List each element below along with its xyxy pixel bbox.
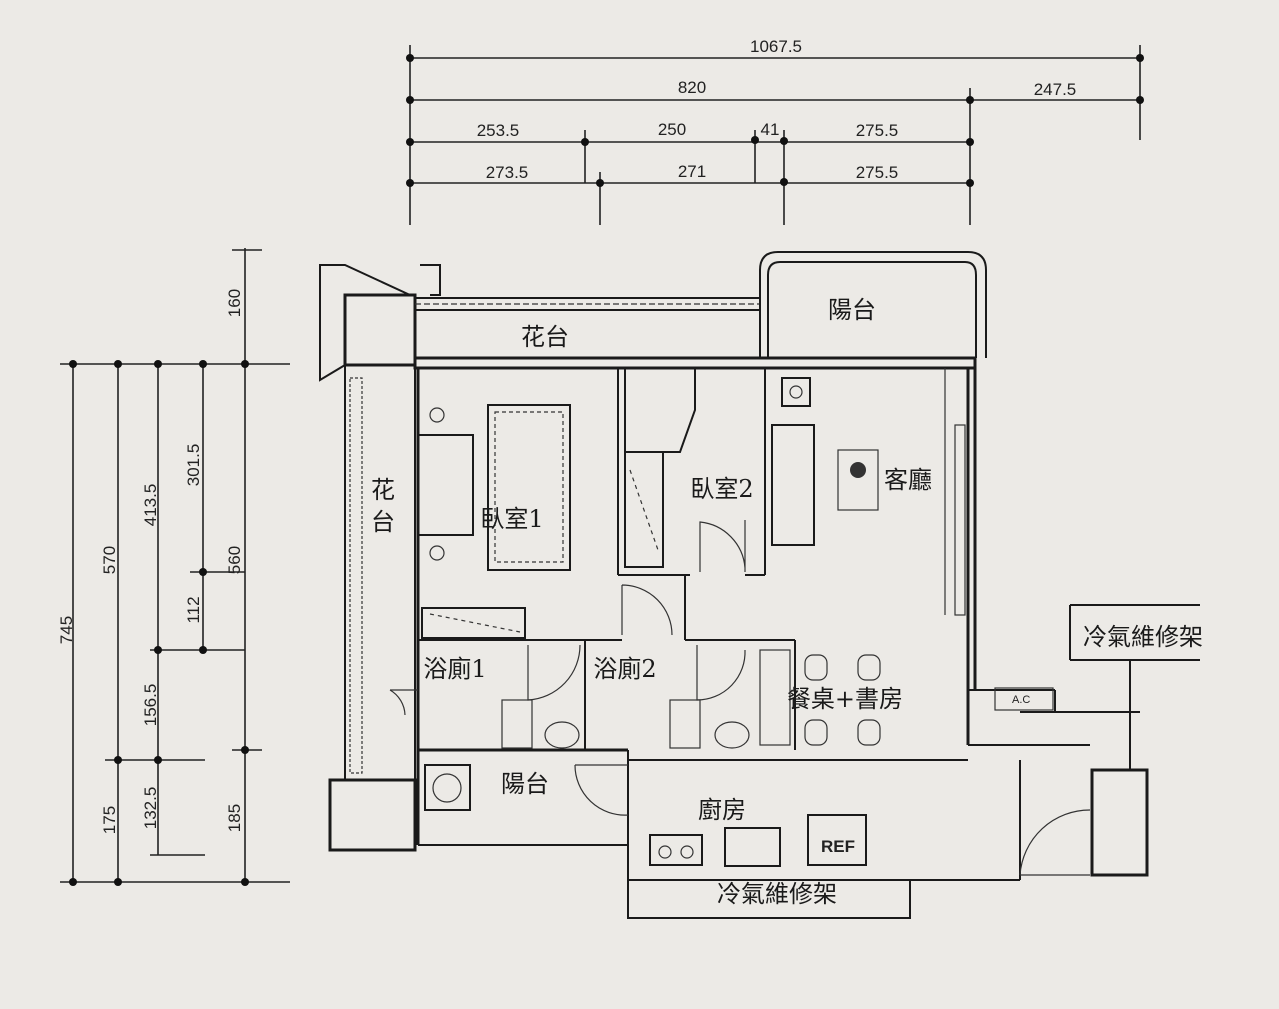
label-balcony-top: 陽台: [828, 296, 876, 324]
room-labels: 花台 陽台 花 台 臥室1 臥室2 客廳 浴廁1 浴廁2 餐桌+書房 陽台 廚房…: [371, 296, 1203, 908]
dim-413-5: 413.5: [141, 484, 160, 527]
dim-273-5: 273.5: [486, 163, 529, 182]
left-dimensions: 745 570 175 413.5 156.5 132.5 301.5 112 …: [57, 248, 290, 886]
dim-160: 160: [225, 289, 244, 317]
label-planter-left-2: 台: [371, 508, 395, 536]
label-refrigerator: REF: [821, 837, 855, 856]
label-dining-study: 餐桌+書房: [787, 685, 903, 713]
dim-185: 185: [225, 804, 244, 832]
dim-820: 820: [678, 78, 706, 97]
dim-253-5: 253.5: [477, 121, 520, 140]
label-bath2: 浴廁2: [593, 655, 656, 683]
label-planter-left-1: 花: [371, 476, 395, 504]
top-dimensions: 1067.5 820 247.5 253.5 250 41 275.5 273.…: [406, 37, 1144, 225]
dim-560: 560: [225, 546, 244, 574]
label-living-room: 客廳: [884, 466, 932, 494]
label-planter-top: 花台: [521, 323, 569, 351]
dim-570: 570: [100, 546, 119, 574]
dim-112: 112: [184, 596, 203, 623]
label-kitchen: 廚房: [698, 796, 746, 824]
dim-175: 175: [100, 806, 119, 834]
label-bedroom2: 臥室2: [690, 475, 753, 503]
dim-271: 271: [678, 162, 706, 181]
label-ac-shelf-bottom: 冷氣維修架: [717, 880, 837, 908]
dim-745: 745: [57, 616, 76, 644]
label-balcony-bottom: 陽台: [501, 770, 549, 798]
dim-275-5-b: 275.5: [856, 163, 899, 182]
dim-247-5: 247.5: [1034, 80, 1077, 99]
dim-132-5: 132.5: [141, 787, 160, 830]
dim-41: 41: [761, 120, 780, 139]
walls: [319, 251, 1200, 919]
dim-total-width: 1067.5: [750, 37, 802, 56]
label-ac-shelf-right: 冷氣維修架: [1083, 623, 1203, 651]
dim-301-5: 301.5: [184, 444, 203, 487]
label-ac: A.C: [1012, 694, 1030, 706]
plant-icon: [850, 462, 866, 478]
label-bath1: 浴廁1: [423, 655, 486, 683]
dim-250: 250: [658, 120, 686, 139]
dim-156-5: 156.5: [141, 684, 160, 727]
label-bedroom1: 臥室1: [480, 505, 543, 533]
dim-275-5-a: 275.5: [856, 121, 899, 140]
